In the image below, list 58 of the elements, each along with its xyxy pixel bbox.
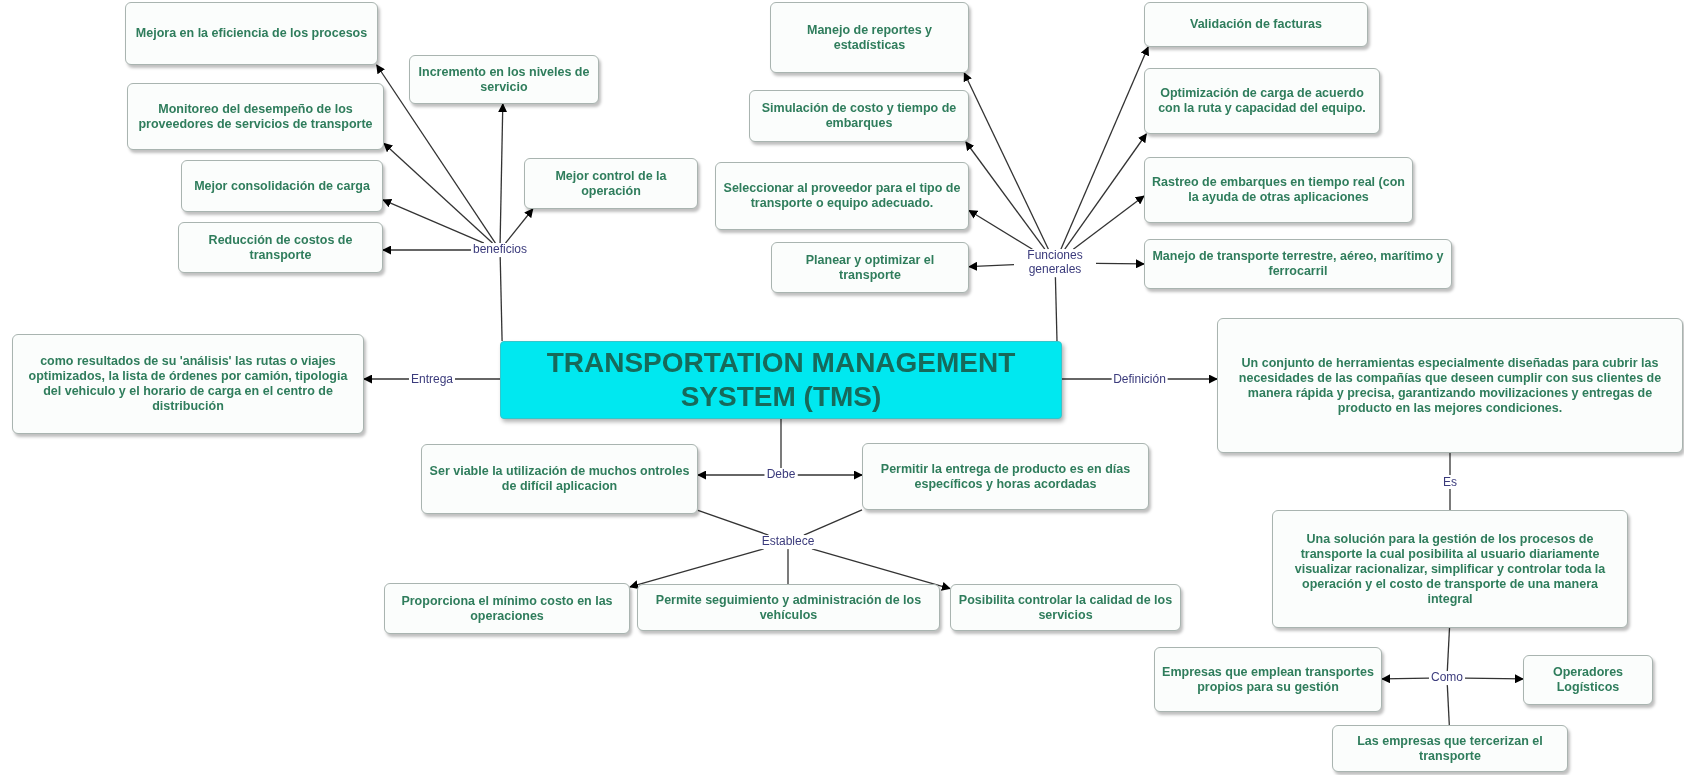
concept-box: como resultados de su 'análisis' las rutas o viajes optimizados, la lista de órdenes por camión, tipologia del vehiculo y el horario de carga en el centro de distribución <box>12 334 364 434</box>
arrow <box>1064 133 1147 250</box>
connector-line <box>803 509 863 536</box>
arrow <box>968 261 1015 271</box>
arrow <box>965 141 1046 250</box>
central-topic-box: TRANSPORTATION MANAGEMENT SYSTEM (TMS) <box>500 341 1062 419</box>
connector-line <box>1446 684 1450 726</box>
connector-line <box>1449 452 1451 511</box>
concept-box: Una solución para la gestión de los procesos de transporte la cual posibilita al usuario diariamente visualizar racionalizar, simplificar y controlar toda la operación y el costo de transporte de una manera integral <box>1272 510 1628 628</box>
concept-box: Las empresas que tercerizan el transporte <box>1332 725 1568 772</box>
concept-box: Reducción de costos de transporte <box>178 222 383 273</box>
arrow <box>796 470 863 480</box>
concept-box: Manejo de reportes y estadísticas <box>770 2 969 73</box>
edge-label: Entrega <box>409 372 455 386</box>
concept-box: Permite seguimiento y administración de los vehículos <box>637 584 940 631</box>
arrow <box>504 208 534 244</box>
concept-box: Incremento en los niveles de servicio <box>409 55 599 104</box>
concept-box: Planear y optimizar el transporte <box>771 242 969 293</box>
concept-box: Empresas que emplean transportes propios para su gestión <box>1154 647 1382 712</box>
edge-label: Definición <box>1111 372 1168 386</box>
concept-box: Un conjunto de herramientas especialmente diseñadas para cubrir las necesidades de las compañías que deseen cumplir con sus clientes de manera rápida y precisa, garantizando movilizaciones y entregas de producto en las mejores condiciones. <box>1217 318 1683 453</box>
arrow <box>1072 195 1145 250</box>
arrow <box>1060 46 1149 250</box>
linking-phrase: Como <box>1429 671 1465 685</box>
concept-box: Seleccionar al proveedor para el tipo de transporte o equipo adecuado. <box>715 162 969 230</box>
connector-line <box>499 256 503 342</box>
arrow <box>697 470 766 480</box>
concept-box: Operadores Logísticos <box>1523 655 1653 705</box>
connector-line <box>1446 627 1451 672</box>
concept-box: Monitoreo del desempeño de los proveedores de servicios de transporte <box>127 83 384 150</box>
arrow <box>1095 259 1145 269</box>
concept-box: Mejora en la eficiencia de los procesos <box>125 2 378 65</box>
connector-line <box>697 509 770 536</box>
concept-box: Manejo de transporte terrestre, aéreo, marítimo y ferrocarril <box>1144 239 1452 289</box>
arrow <box>376 64 497 244</box>
arrow <box>1381 674 1430 684</box>
linking-phrase: Establece <box>759 535 817 549</box>
arrow <box>968 209 1034 250</box>
arrow <box>382 245 472 255</box>
concept-box: Validación de facturas <box>1144 2 1368 47</box>
concept-box: Mejor consolidación de carga <box>181 160 383 212</box>
connector-line <box>780 418 782 469</box>
concept-box: Proporciona el mínimo costo en las operaciones <box>384 583 630 634</box>
connector-line <box>1054 276 1058 342</box>
concept-box: Posibilita controlar la calidad de los servicios <box>950 584 1181 631</box>
arrow <box>1464 674 1524 684</box>
connector-line <box>787 548 789 585</box>
concept-box: Simulación de costo y tiempo de embarques <box>749 90 969 142</box>
concept-box: Optimización de carga de acuerdo con la ruta y capacidad del equipo. <box>1144 68 1380 134</box>
edge-label: Es <box>1441 474 1459 489</box>
arrow <box>382 198 485 244</box>
concept-box: Mejor control de la operación <box>524 158 698 209</box>
arrow <box>963 72 1050 250</box>
concept-box: Permitir la entrega de producto es en días específicos y horas acordadas <box>862 443 1149 510</box>
arrow <box>498 103 508 244</box>
arrow <box>383 142 494 244</box>
concept-box: Ser viable la utilización de muchos ontroles de difícil aplicacion <box>421 444 698 514</box>
concept-box: Rastreo de embarques en tiempo real (con la ayuda de otras aplicaciones <box>1144 157 1413 223</box>
